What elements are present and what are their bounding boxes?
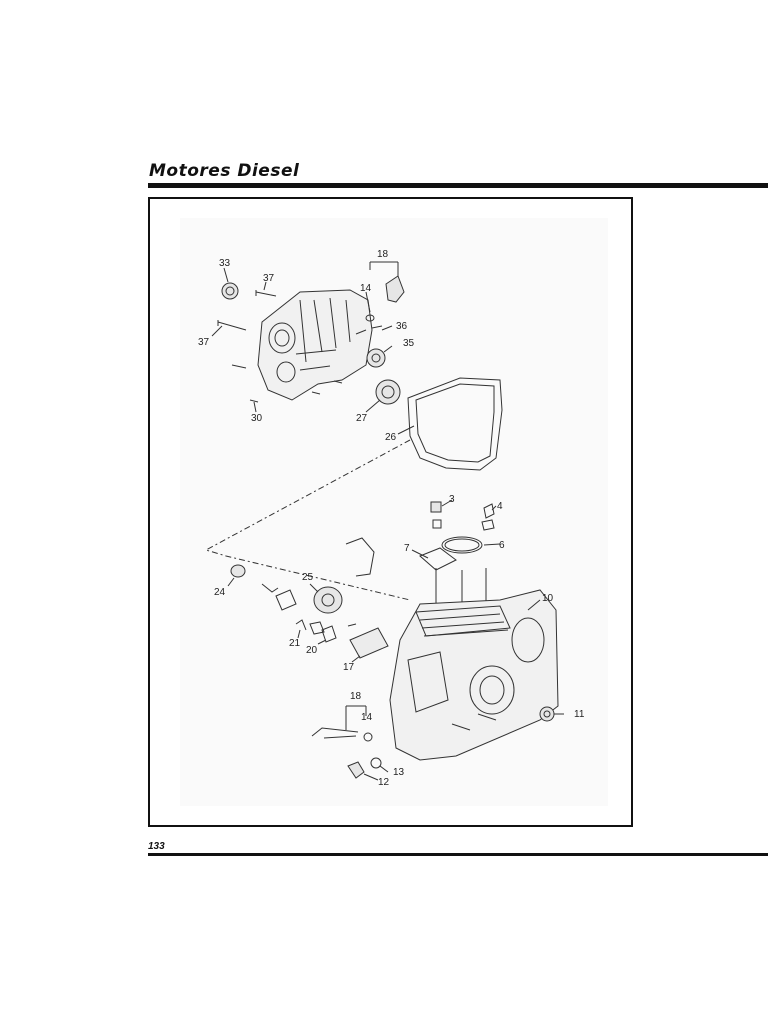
callout-21: 21: [289, 638, 301, 649]
callout-14-top: 14: [360, 283, 372, 294]
callout-37-top: 37: [263, 273, 275, 284]
nut-4-part: [483, 503, 495, 519]
callout-13: 13: [393, 767, 405, 778]
bolt-37-left-part: [217, 320, 247, 331]
page-number: 133: [148, 841, 165, 852]
gasket-7-part: [419, 547, 457, 571]
callout-14-bottom: 14: [361, 712, 373, 723]
pin-part: [347, 623, 357, 627]
callout-4: 4: [497, 501, 503, 512]
washer-13-part: [370, 757, 382, 769]
breather-cover-part: [345, 537, 375, 577]
callout-37-left: 37: [198, 337, 210, 348]
bearing-35-part: [366, 348, 386, 368]
bolt-part: [261, 583, 279, 593]
governor-plate-17-part: [349, 627, 389, 659]
clip-20-part: [321, 625, 337, 643]
callout-10: 10: [542, 593, 554, 604]
o-ring-14-part: [363, 732, 373, 742]
callout-12: 12: [378, 777, 390, 788]
oil-filler-plug-top-part: [385, 275, 405, 303]
washer-3-part: [432, 519, 442, 529]
callout-17: 17: [343, 662, 355, 673]
callout-18-bottom: 18: [350, 691, 362, 702]
callout-26: 26: [385, 432, 397, 443]
callout-18-top: 18: [377, 249, 389, 260]
callout-35: 35: [403, 338, 415, 349]
callout-7: 7: [404, 543, 410, 554]
oil-seal-11-part: [539, 706, 555, 722]
header-rule: [148, 183, 768, 188]
bolt-21-part: [295, 619, 307, 631]
callout-25: 25: [302, 572, 314, 583]
gasket-26-part: [407, 377, 503, 471]
callout-20: 20: [306, 645, 318, 656]
dowel-pins-part: [311, 380, 343, 395]
callout-30: 30: [251, 413, 263, 424]
callout-11: 11: [574, 709, 585, 720]
seal-33-part: [221, 282, 239, 300]
bolt-37-top-part: [255, 290, 277, 297]
callout-3: 3: [449, 494, 455, 505]
alignment-line: [204, 439, 411, 601]
pin-36-part: [355, 325, 383, 335]
drain-plug-12-part: [347, 761, 365, 779]
clip-part: [309, 621, 325, 635]
dipstick-18-part: [311, 727, 359, 739]
callout-27: 27: [356, 413, 368, 424]
bolt-30-left-part: [231, 364, 247, 369]
o-ring-6-part: [441, 536, 483, 554]
bearing-27-part: [375, 379, 401, 405]
callout-24: 24: [214, 587, 226, 598]
plate-part: [275, 589, 297, 611]
page-title: Motores Diesel: [149, 161, 300, 181]
callout-6: 6: [499, 540, 505, 551]
nut-3-part: [430, 501, 442, 513]
callout-36: 36: [396, 321, 408, 332]
diagram-frame: [148, 197, 633, 827]
callout-33: 33: [219, 258, 231, 269]
gear-cover-part: [257, 289, 373, 401]
bearing-25-part: [313, 586, 343, 614]
bushing-24-part: [230, 564, 246, 578]
bolt-30-part: [249, 399, 259, 403]
footer-rule: [148, 853, 768, 856]
